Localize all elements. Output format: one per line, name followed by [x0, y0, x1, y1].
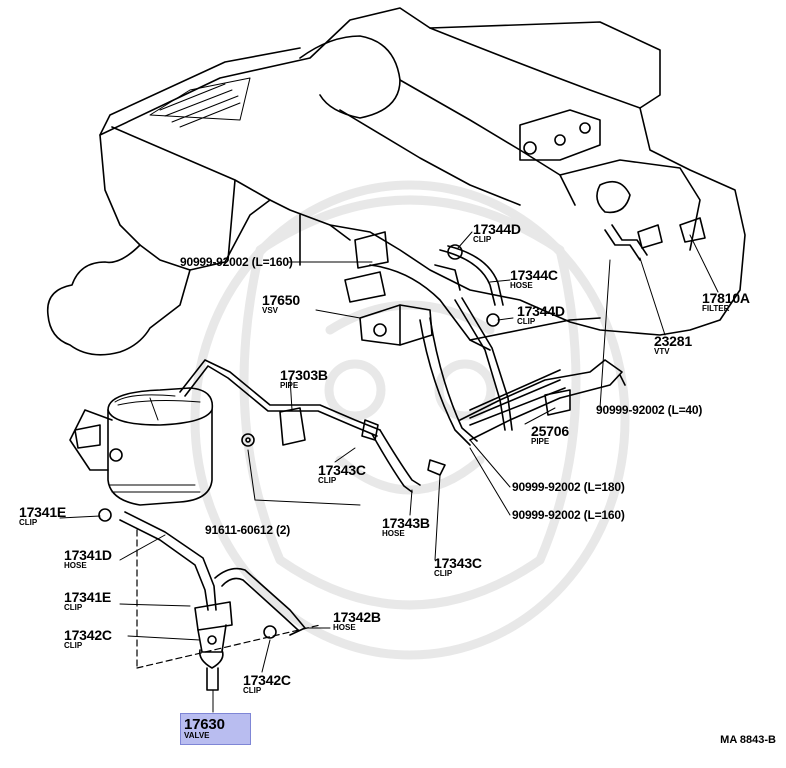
diagram-reference: MA 8843-B — [720, 734, 776, 746]
lower-hoses-and-valve — [98, 508, 306, 691]
assembly-boundary — [136, 529, 321, 669]
air-cleaner-outline — [46, 244, 191, 356]
charcoal-canister — [69, 387, 214, 506]
spec-160-top: 90999-92002 (L=160) — [180, 255, 293, 269]
vtv-and-filter — [604, 217, 706, 261]
pipe-17303b — [179, 359, 381, 446]
engine-plenum — [99, 7, 746, 336]
vsv-17650 — [344, 231, 433, 346]
valve-highlight — [180, 713, 251, 745]
pipe-25706 — [459, 359, 626, 441]
bolt-spec: 91611-60612 (2) — [205, 523, 291, 537]
leader-lines — [59, 231, 719, 713]
spec-40: 90999-92002 (L=40) — [596, 403, 703, 417]
spec-160-bot: 90999-92002 (L=160) — [512, 508, 625, 522]
spec-180: 90999-92002 (L=180) — [512, 480, 625, 494]
